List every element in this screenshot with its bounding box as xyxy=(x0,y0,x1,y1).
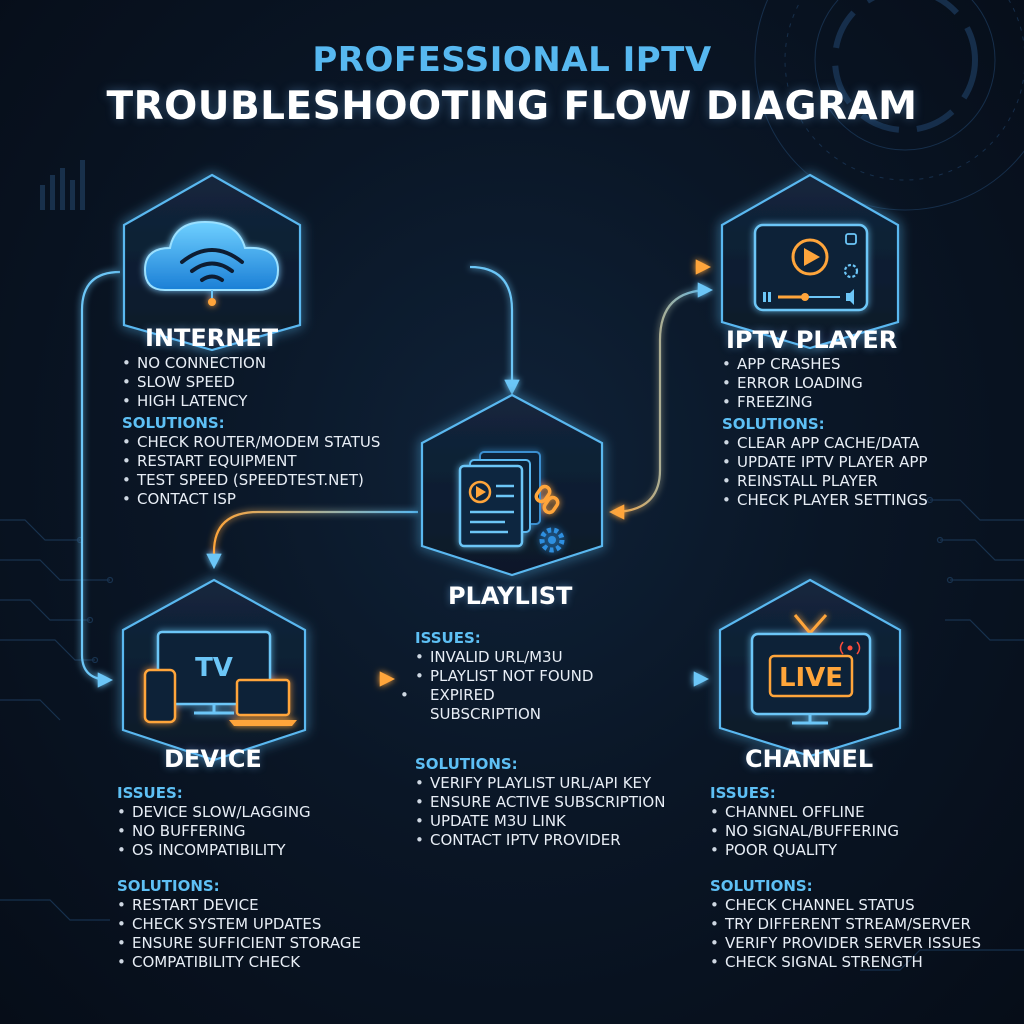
bar-graph-decoration xyxy=(40,160,85,210)
list-item: ENSURE ACTIVE SUBSCRIPTION xyxy=(415,793,665,812)
internet-solutions-list: CHECK ROUTER/MODEM STATUS RESTART EQUIPM… xyxy=(122,433,380,509)
iptv-player-issues-list: APP CRASHES ERROR LOADING FREEZING xyxy=(722,355,928,412)
arrow-playlist-to-device xyxy=(206,510,418,570)
list-item: NO BUFFERING xyxy=(117,822,361,841)
internet-issues-list: NO CONNECTION SLOW SPEED HIGH LATENCY xyxy=(122,354,380,411)
list-item: ERROR LOADING xyxy=(722,374,928,393)
channel-solutions-label: SOLUTIONS: xyxy=(710,877,813,895)
circuit-decoration xyxy=(0,496,1024,971)
playlist-solutions-label: SOLUTIONS: xyxy=(415,755,518,773)
device-issues-list: DEVICE SLOW/LAGGING NO BUFFERING OS INCO… xyxy=(117,803,361,860)
list-item: VERIFY PROVIDER SERVER ISSUES xyxy=(710,934,981,953)
list-item: FREEZING xyxy=(722,393,928,412)
multi-device-icon xyxy=(143,630,297,726)
channel-issues-label: ISSUES: xyxy=(710,784,776,802)
list-item: NO SIGNAL/BUFFERING xyxy=(710,822,981,841)
radar-decoration xyxy=(754,0,1024,211)
device-text-block: ISSUES: DEVICE SLOW/LAGGING NO BUFFERING… xyxy=(117,781,361,972)
media-player-icon xyxy=(753,223,869,312)
iptv-player-solutions-label: SOLUTIONS: xyxy=(722,415,825,433)
list-item: CHECK CHANNEL STATUS xyxy=(710,896,981,915)
node-title-playlist: PLAYLIST xyxy=(448,582,573,610)
list-item: CONTACT IPTV PROVIDER xyxy=(415,831,655,850)
internet-text-block: NO CONNECTION SLOW SPEED HIGH LATENCY SO… xyxy=(122,354,380,509)
list-item: CHECK SIGNAL STRENGTH xyxy=(710,953,981,972)
node-title-internet: INTERNET xyxy=(145,324,279,352)
list-item: EXPIRED SUBSCRIPTION xyxy=(415,686,550,724)
device-solutions-list: RESTART DEVICE CHECK SYSTEM UPDATES ENSU… xyxy=(117,896,361,972)
playlist-text-block: ISSUES: INVALID URL/M3U PLAYLIST NOT FOU… xyxy=(415,626,665,850)
list-item: CHANNEL OFFLINE xyxy=(710,803,981,822)
list-item: RESTART EQUIPMENT xyxy=(122,452,380,471)
list-item: NO CONNECTION xyxy=(122,354,380,373)
list-item: OS INCOMPATIBILITY xyxy=(117,841,361,860)
playlist-solutions-list: VERIFY PLAYLIST URL/API KEY ENSURE ACTIV… xyxy=(415,774,665,850)
channel-text-block: ISSUES: CHANNEL OFFLINE NO SIGNAL/BUFFER… xyxy=(710,781,981,972)
list-item: HIGH LATENCY xyxy=(122,392,380,411)
list-item: TEST SPEED (SPEEDTEST.NET) xyxy=(122,471,380,490)
list-item: CHECK ROUTER/MODEM STATUS xyxy=(122,433,380,452)
channel-solutions-list: CHECK CHANNEL STATUS TRY DIFFERENT STREA… xyxy=(710,896,981,972)
cloud-wifi-icon xyxy=(143,220,280,306)
list-item: VERIFY PLAYLIST URL/API KEY xyxy=(415,774,655,793)
list-item: RESTART DEVICE xyxy=(117,896,361,915)
list-item: CHECK PLAYER SETTINGS xyxy=(722,491,928,510)
iptv-player-text-block: APP CRASHES ERROR LOADING FREEZING SOLUT… xyxy=(722,355,928,510)
playlist-issues-label: ISSUES: xyxy=(415,629,481,647)
arrow-internet-to-playlist xyxy=(469,265,520,396)
list-item: CLEAR APP CACHE/DATA xyxy=(722,434,928,453)
arrow-player-playlist-bidirectional xyxy=(608,282,714,520)
list-item: COMPATIBILITY CHECK xyxy=(117,953,361,972)
live-icon-label: LIVE xyxy=(779,663,843,693)
list-item: SLOW SPEED xyxy=(122,373,380,392)
page-title-line1: PROFESSIONAL IPTV xyxy=(312,40,712,80)
channel-issues-list: CHANNEL OFFLINE NO SIGNAL/BUFFERING POOR… xyxy=(710,803,981,860)
node-title-device: DEVICE xyxy=(164,745,262,773)
list-item: REINSTALL PLAYER xyxy=(722,472,928,491)
list-item: INVALID URL/M3U xyxy=(415,648,655,667)
arrow-internet-to-device xyxy=(80,270,121,688)
page-title-line2: TROUBLESHOOTING FLOW DIAGRAM xyxy=(106,84,918,129)
list-item: PLAYLIST NOT FOUND xyxy=(415,667,655,686)
list-item: CONTACT ISP xyxy=(122,490,380,509)
internet-solutions-label: SOLUTIONS: xyxy=(122,414,225,432)
device-solutions-label: SOLUTIONS: xyxy=(117,877,220,895)
list-item: UPDATE M3U LINK xyxy=(415,812,655,831)
list-item: UPDATE IPTV PLAYER APP xyxy=(722,453,928,472)
list-item: TRY DIFFERENT STREAM/SERVER xyxy=(710,915,981,934)
device-issues-label: ISSUES: xyxy=(117,784,183,802)
node-title-iptv-player: IPTV PLAYER xyxy=(726,326,898,354)
tv-icon-label: TV xyxy=(195,653,233,683)
list-item: CHECK SYSTEM UPDATES xyxy=(117,915,361,934)
list-item: ENSURE SUFFICIENT STORAGE xyxy=(117,934,361,953)
iptv-player-solutions-list: CLEAR APP CACHE/DATA UPDATE IPTV PLAYER … xyxy=(722,434,928,510)
node-title-channel: CHANNEL xyxy=(745,745,874,773)
list-item: DEVICE SLOW/LAGGING xyxy=(117,803,361,822)
playlist-issues-list: INVALID URL/M3U PLAYLIST NOT FOUND EXPIR… xyxy=(415,648,655,724)
list-item: APP CRASHES xyxy=(722,355,928,374)
playlist-document-icon xyxy=(458,451,565,553)
list-item: POOR QUALITY xyxy=(710,841,981,860)
live-tv-icon xyxy=(750,614,872,725)
